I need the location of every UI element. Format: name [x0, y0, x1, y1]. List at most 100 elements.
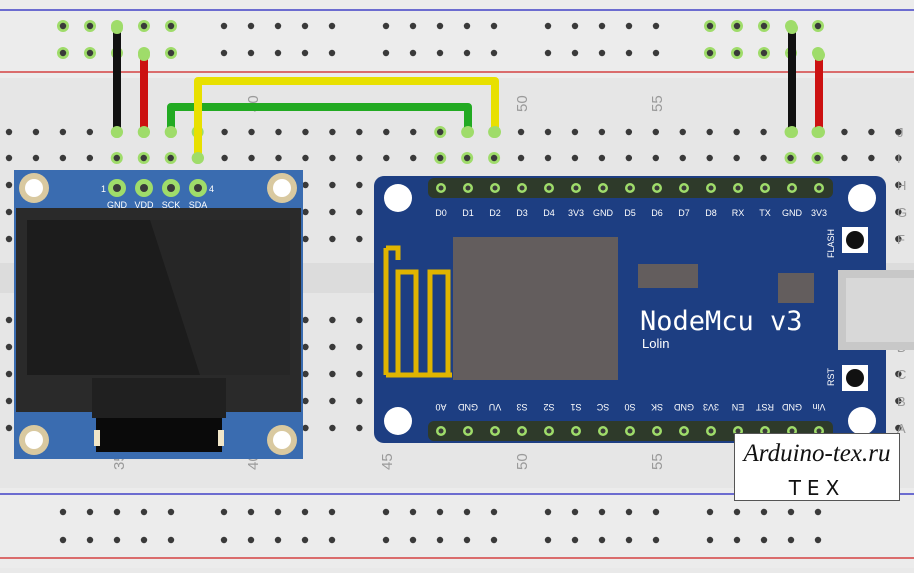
breadboard-hole [84, 47, 96, 59]
rst-label: RST [826, 367, 836, 386]
watermark-box: Arduino-tex.ru TEX [734, 433, 900, 501]
breadboard-hole [490, 508, 498, 516]
breadboard-hole [625, 22, 633, 30]
breadboard-hole [328, 49, 336, 57]
breadboard-hole [301, 536, 309, 544]
nodemcu-bottom-pin-label: SC [596, 402, 609, 412]
breadboard-hole [32, 154, 40, 162]
esp-shield-can [453, 237, 618, 380]
nodemcu-top-pin [706, 183, 716, 193]
breadboard-hole [5, 424, 13, 432]
flash-button[interactable] [842, 227, 868, 253]
nodemcu-top-pin [517, 183, 527, 193]
breadboard-hole [571, 22, 579, 30]
breadboard-hole [274, 22, 282, 30]
top-power-rail [0, 0, 914, 78]
breadboard-hole [383, 128, 390, 136]
breadboard-hole [329, 208, 336, 216]
breadboard-hole [760, 508, 768, 516]
breadboard-hole [598, 49, 606, 57]
breadboard-hole [302, 208, 309, 216]
nodemcu-bottom-pin [706, 426, 716, 436]
breadboard-hole [811, 152, 824, 164]
nodemcu-top-pin-label: D2 [489, 208, 501, 218]
wire-yellow-sda [194, 77, 499, 158]
breadboard-hole [758, 47, 770, 59]
nodemcu-top-pin [679, 183, 689, 193]
breadboard-hole [5, 154, 13, 162]
column-number: 50 [514, 95, 531, 112]
breadboard-hole [463, 508, 471, 516]
breadboard-hole [167, 536, 175, 544]
breadboard-hole [784, 152, 797, 164]
breadboard-hole [329, 316, 336, 324]
nodemcu-subtitle: Lolin [642, 336, 669, 351]
nodemcu-top-pin [544, 183, 554, 193]
breadboard-hole [544, 536, 552, 544]
oled-mount-hole [19, 425, 49, 455]
breadboard-hole [571, 49, 579, 57]
breadboard-hole [167, 508, 175, 516]
breadboard-hole [59, 536, 67, 544]
breadboard-hole [165, 47, 177, 59]
oled-pin-label-sda: SDA [189, 200, 208, 210]
oled-connector-edge [94, 430, 100, 446]
breadboard-hole [895, 235, 902, 243]
breadboard-hole [329, 181, 336, 189]
nodemcu-top-pin [598, 183, 608, 193]
breadboard-hole [302, 181, 309, 189]
breadboard-hole [328, 508, 336, 516]
breadboard-hole [758, 20, 770, 32]
oled-module: 1 4 GND VDD SCK SDA [14, 170, 303, 459]
breadboard-hole [329, 235, 336, 243]
breadboard-hole [571, 536, 579, 544]
nodemcu-bottom-pin-label: SK [651, 402, 663, 412]
breadboard-hole [895, 370, 902, 378]
breadboard-hole [625, 154, 633, 162]
column-number: 45 [379, 453, 396, 470]
breadboard-hole [220, 22, 228, 30]
breadboard-hole [598, 508, 606, 516]
breadboard-hole [463, 22, 471, 30]
breadboard-hole [57, 20, 69, 32]
nodemcu-top-pin-label: RX [732, 208, 745, 218]
breadboard-hole [329, 424, 336, 432]
nodemcu-top-pin [760, 183, 770, 193]
nodemcu-bottom-pin [679, 426, 689, 436]
nodemcu-mount-hole [848, 184, 876, 212]
breadboard-hole [625, 128, 633, 136]
wire-end [786, 22, 798, 138]
breadboard-hole [59, 508, 67, 516]
nodemcu-bottom-pin-label: S2 [543, 402, 554, 412]
nodemcu-bottom-pin [544, 426, 554, 436]
breadboard-hole [706, 508, 714, 516]
nodemcu-top-pin [463, 183, 473, 193]
breadboard-hole [221, 154, 228, 162]
breadboard-hole [436, 22, 444, 30]
nodemcu-top-pin [571, 183, 581, 193]
breadboard-hole [275, 154, 282, 162]
breadboard-hole [220, 536, 228, 544]
oled-screen-reflection [150, 220, 290, 375]
nodemcu-top-pin [652, 183, 662, 193]
breadboard-hole [733, 154, 740, 162]
column-number: 55 [649, 453, 666, 470]
breadboard-hole [302, 370, 309, 378]
breadboard-hole [247, 22, 255, 30]
nodemcu-top-pin-label: D6 [651, 208, 663, 218]
nodemcu-bottom-pin-label: S1 [570, 402, 581, 412]
breadboard-hole [5, 316, 13, 324]
rst-button[interactable] [842, 365, 868, 391]
wire-end [138, 49, 150, 138]
nodemcu-bottom-pin [598, 426, 608, 436]
oled-pin-label-sck: SCK [162, 200, 181, 210]
nodemcu-top-pin [436, 183, 446, 193]
row-letter: A [897, 421, 906, 436]
nodemcu-bottom-pin [517, 426, 527, 436]
breadboard-hole [248, 128, 255, 136]
nodemcu-top-pin-label: 3V3 [811, 208, 827, 218]
breadboard-hole [329, 397, 336, 405]
breadboard-hole [138, 20, 150, 32]
breadboard-hole [5, 128, 13, 136]
